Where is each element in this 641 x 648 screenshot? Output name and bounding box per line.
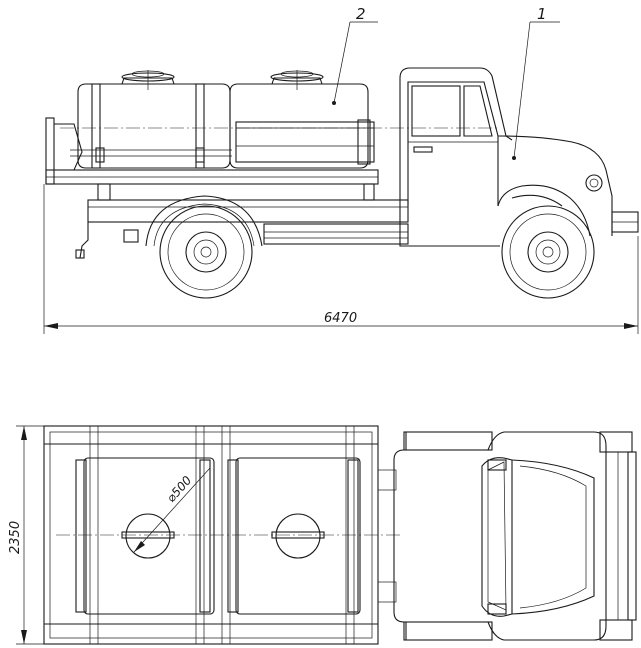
tank-rear-top: ⌀500	[75, 457, 215, 615]
chassis-side	[75, 199, 409, 259]
front-wheel-side	[501, 205, 595, 299]
callout-2: 2	[332, 5, 378, 105]
cab-top	[393, 431, 637, 641]
side-view: 2 1 6470	[43, 5, 639, 334]
width-dimension: 2350	[8, 425, 44, 645]
tank-front-side	[229, 70, 375, 169]
overall-width-label: 2350	[8, 521, 23, 554]
length-dimension: 6470	[43, 184, 639, 334]
overall-length-label: 6470	[324, 311, 357, 326]
hood-side	[399, 135, 639, 247]
cargo-platform-side	[45, 117, 379, 201]
top-view: ⌀500	[8, 425, 637, 645]
tank-rear-side	[70, 70, 232, 169]
callout-label-2: 2	[356, 5, 366, 23]
chassis-top	[377, 469, 397, 603]
rear-wheel-side	[145, 195, 263, 299]
callout-label-1: 1	[537, 5, 547, 23]
callout-1: 1	[512, 5, 560, 160]
cab-side	[399, 67, 513, 206]
tank-front-top	[227, 457, 361, 615]
hatch-diameter-label: ⌀500	[164, 473, 195, 505]
